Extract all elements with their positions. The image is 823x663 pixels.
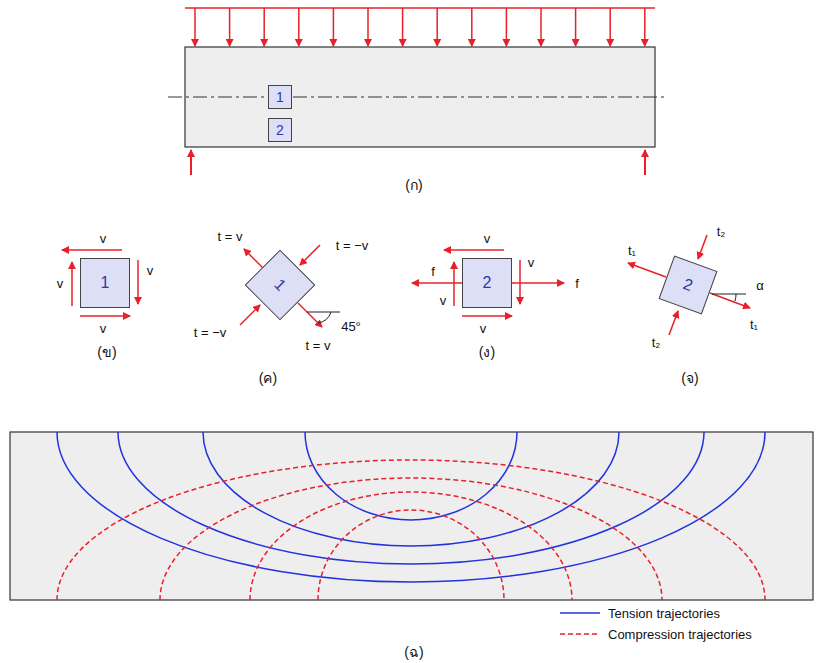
stress-label: t = v xyxy=(306,339,331,352)
figure-caption: (ง) xyxy=(479,345,495,359)
load-arrow xyxy=(194,8,196,46)
figure-caption: (ข) xyxy=(97,345,116,359)
stress-label: t₁ xyxy=(750,318,758,331)
stress-label: f xyxy=(431,265,435,278)
load-arrow xyxy=(506,8,508,46)
stress-label: v xyxy=(57,277,64,290)
load-arrow xyxy=(436,8,438,46)
stress-label: v xyxy=(100,232,107,245)
beam-element-box: 2 xyxy=(268,118,292,142)
figure-caption: (ค) xyxy=(259,371,277,385)
stress-label: 45° xyxy=(341,320,361,333)
stress-label: t = −v xyxy=(194,326,227,339)
element-number: 1 xyxy=(276,90,284,104)
load-arrow xyxy=(575,8,577,46)
load-arrow xyxy=(263,8,265,46)
stress-label: t₁ xyxy=(628,244,636,257)
load-arrow xyxy=(333,8,335,46)
beam-element-box: 1 xyxy=(268,85,292,109)
load-arrow xyxy=(367,8,369,46)
stress-label: v xyxy=(100,322,107,335)
element-number: 2 xyxy=(483,275,492,291)
load-arrow xyxy=(298,8,300,46)
stress-label: t = −v xyxy=(336,239,369,252)
stress-label: v xyxy=(528,256,535,269)
load-arrow xyxy=(644,8,646,46)
figure-caption: (จ) xyxy=(681,371,698,385)
stress-label: v xyxy=(147,264,154,277)
element-number: 2 xyxy=(276,123,284,137)
stress-label: v xyxy=(480,322,487,335)
stress-element: 2 xyxy=(659,256,718,315)
element-number: 1 xyxy=(271,276,289,294)
element-number: 1 xyxy=(101,275,110,291)
stress-label: v xyxy=(440,294,447,307)
stress-label: t = v xyxy=(218,230,243,243)
stress-label: α xyxy=(756,279,764,292)
element-number: 2 xyxy=(681,276,695,294)
load-arrow xyxy=(402,8,404,46)
load-arrow xyxy=(609,8,611,46)
figure-caption: (ก) xyxy=(405,178,422,192)
figure-caption: (ฉ) xyxy=(404,645,423,659)
legend-text: Compression trajectories xyxy=(608,627,752,642)
stress-label: t₂ xyxy=(717,225,726,238)
stress-label: f xyxy=(575,277,579,290)
stress-label: t₂ xyxy=(652,336,661,349)
load-arrow xyxy=(229,8,231,46)
load-arrow xyxy=(471,8,473,46)
stress-element: 1 xyxy=(80,258,130,308)
legend-text: Tension trajectories xyxy=(608,606,720,621)
stress-label: v xyxy=(484,232,491,245)
stress-element: 2 xyxy=(462,258,512,308)
load-arrow xyxy=(540,8,542,46)
